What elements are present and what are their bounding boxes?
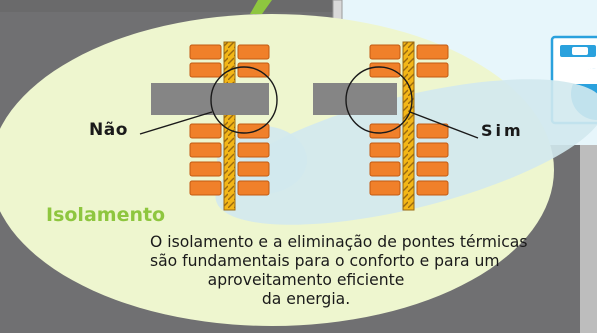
caption-line: aproveitamento eficiente bbox=[207, 271, 405, 289]
caption-line: O isolamento e a eliminação de pontes té… bbox=[150, 233, 528, 251]
caption-line: da energia. bbox=[261, 290, 351, 308]
beam-insulated bbox=[313, 83, 397, 115]
beam-thermal-bridge bbox=[151, 83, 269, 115]
section-title: Isolamento bbox=[46, 204, 166, 226]
caption: O isolamento e a eliminação de pontes té… bbox=[150, 233, 528, 309]
label-nao: Não bbox=[89, 120, 128, 140]
wall-without-insulation bbox=[139, 41, 278, 211]
arrow-fragment-icon bbox=[250, 0, 272, 14]
caption-line: são fundamentais para o conforto e para … bbox=[150, 252, 500, 270]
wall-with-insulation bbox=[313, 41, 479, 211]
label-sim: Sim bbox=[481, 121, 524, 140]
detail-circle bbox=[345, 66, 413, 134]
detail-circle bbox=[210, 66, 278, 134]
